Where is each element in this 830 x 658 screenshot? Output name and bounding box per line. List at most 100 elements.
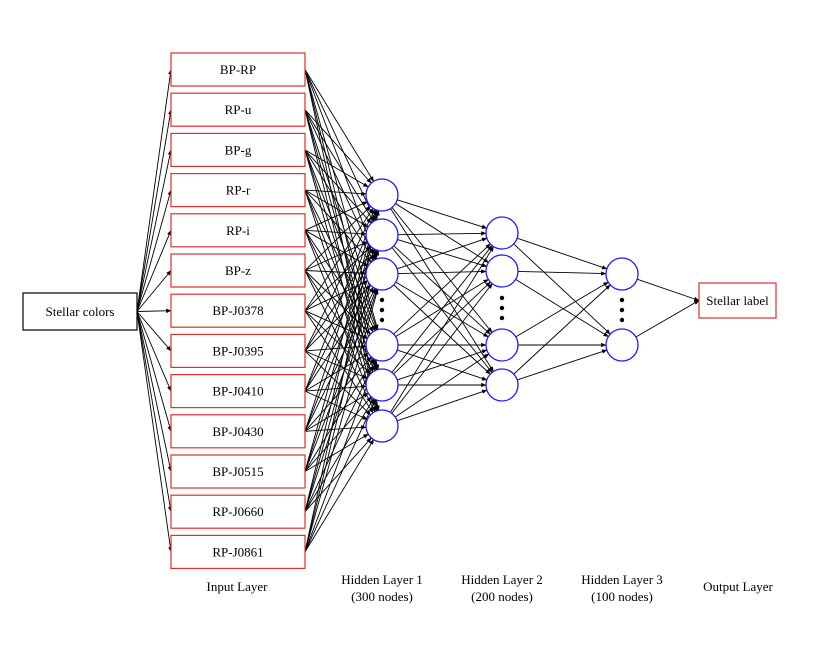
connection-edge (396, 237, 488, 270)
connection-edge (304, 209, 378, 432)
connection-edge (397, 231, 487, 236)
connection-edge (390, 246, 494, 413)
connection-edge (304, 247, 374, 352)
input-label: BP-J0430 (212, 424, 263, 439)
hidden-layer-1-nodes-caption: (300 nodes) (351, 589, 413, 604)
connection-edge (395, 279, 489, 337)
output-box: Stellar label (698, 282, 777, 319)
hidden2-to-hidden3-edges (513, 237, 611, 381)
connection-edge (304, 210, 380, 512)
hidden-3-node (605, 328, 639, 362)
input-label: RP-u (225, 102, 252, 117)
connection-edge (391, 207, 493, 333)
hidden-1-node (365, 178, 399, 212)
source-arrow (136, 270, 172, 312)
source-arrow (136, 149, 173, 312)
connection-edge (393, 243, 491, 335)
connection-edge (304, 358, 375, 472)
connection-edge (304, 189, 367, 196)
connection-edge (304, 249, 378, 472)
connection-edge (517, 270, 607, 276)
hidden-3-node (605, 257, 639, 291)
source-arrow (136, 311, 173, 553)
connection-edge (304, 149, 369, 188)
connection-edge (304, 69, 380, 370)
connection-edge (391, 245, 493, 373)
hidden-1-node (365, 368, 399, 402)
hidden-layer-1-nodes (365, 178, 399, 443)
connection-edge (304, 209, 379, 472)
connection-edge (395, 353, 490, 418)
ellipsis-dot (619, 317, 625, 323)
connection-edge (304, 207, 374, 311)
connection-edge (397, 349, 488, 381)
connection-edge (304, 205, 371, 271)
connection-edge (304, 229, 369, 267)
source-arrow (136, 311, 172, 432)
ellipsis-dot (619, 297, 625, 303)
connection-edge (304, 433, 369, 472)
connection-edge (304, 109, 379, 371)
connection-edge (513, 243, 611, 335)
connection-edge (396, 389, 488, 422)
connection-edge (517, 349, 608, 381)
connection-edge (304, 69, 376, 221)
connection-edge (304, 310, 368, 339)
hidden-1-node (365, 409, 399, 443)
input-label: BP-g (225, 142, 252, 157)
connection-edge (304, 210, 380, 552)
hidden-layer-1-caption: Hidden Layer 1 (341, 572, 423, 587)
connection-edge (304, 189, 377, 371)
connection-edge (393, 245, 491, 335)
ellipsis-dot (379, 297, 385, 303)
input-label: RP-i (226, 223, 250, 238)
connection-edge (304, 245, 371, 312)
ellipsis-dot (619, 307, 625, 313)
input-box-rp-r: RP-r (170, 173, 306, 208)
output-layer-caption: Output Layer (703, 579, 773, 594)
input-box-rp-j0861: RP-J0861 (170, 534, 306, 570)
connection-edge (391, 283, 493, 414)
input-layer-boxes: BP-RPRP-uBP-gRP-rRP-iBP-zBP-J0378BP-J039… (170, 52, 306, 570)
connection-edge (304, 149, 378, 371)
connection-edge (304, 229, 367, 236)
input-box-bp-j0395: BP-J0395 (170, 333, 306, 368)
input-label: BP-z (225, 263, 251, 278)
connection-edge (304, 398, 375, 512)
connection-edge (395, 203, 489, 263)
hidden-1-node (365, 257, 399, 291)
connection-edge (304, 250, 380, 553)
input-box-bp-j0515: BP-J0515 (170, 454, 306, 489)
hidden-layer-3-nodes-caption: (100 nodes) (591, 589, 653, 604)
connection-edge (304, 69, 375, 182)
connection-edge (304, 359, 377, 553)
connection-edge (304, 288, 379, 553)
input-label: RP-J0861 (212, 544, 263, 559)
connection-edge (304, 399, 376, 553)
input-label: BP-J0395 (212, 343, 263, 358)
input-layer-caption: Input Layer (206, 579, 268, 594)
connection-edge (304, 189, 369, 228)
ellipsis-dots (379, 295, 625, 323)
connection-edge (304, 69, 377, 260)
input-box-bp-j0430: BP-J0430 (170, 414, 306, 449)
input-box-rp-j0660: RP-J0660 (170, 494, 306, 529)
connection-edge (304, 350, 368, 379)
source-arrow (136, 109, 173, 312)
connection-edge (304, 270, 367, 276)
connection-edge (304, 149, 374, 261)
connection-edge (304, 109, 372, 184)
hidden-2-node (485, 328, 519, 362)
hidden-layer-3-caption: Hidden Layer 3 (581, 572, 663, 587)
connection-edge (304, 288, 377, 472)
connection-edge (304, 392, 369, 432)
source-box: Stellar colors (22, 292, 138, 331)
hidden-2-node (485, 216, 519, 250)
input-box-bp-j0378: BP-J0378 (170, 293, 306, 328)
connection-edge (397, 239, 488, 268)
connection-edge (304, 439, 375, 553)
input-box-rp-i: RP-i (170, 213, 306, 248)
hidden-layer-2-caption: Hidden Layer 2 (461, 572, 543, 587)
